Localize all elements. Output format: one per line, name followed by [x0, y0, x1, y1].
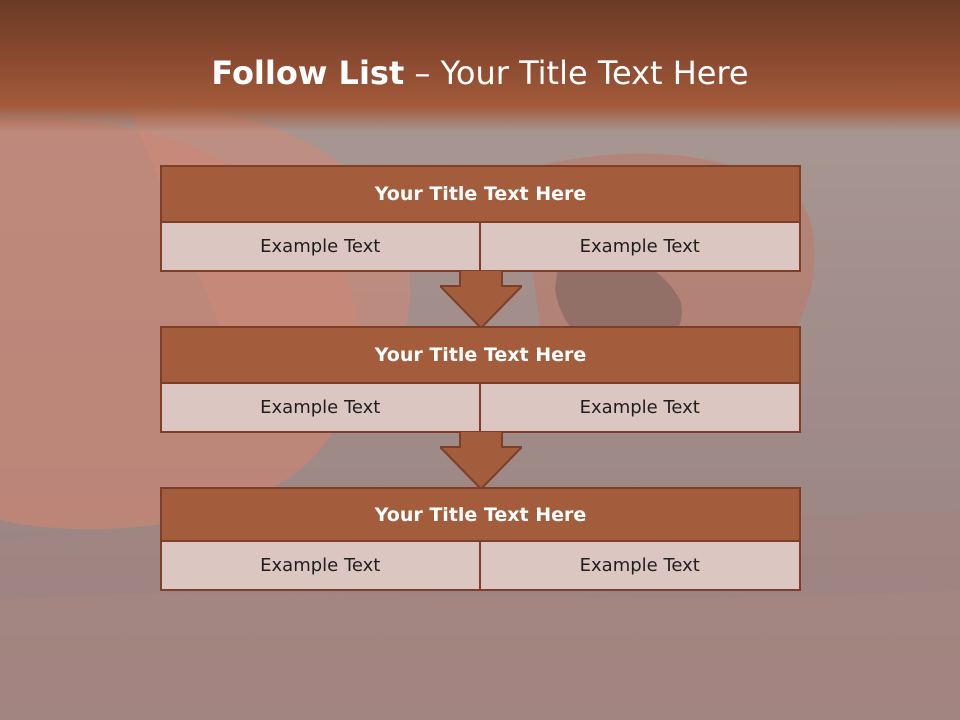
block-cell-right: Example Text: [480, 384, 801, 433]
block-row: Example Text Example Text: [160, 384, 801, 433]
title-band: [0, 0, 960, 132]
list-block-1: Your Title Text Here Example Text Exampl…: [160, 165, 801, 272]
title-bold-part: Follow List: [211, 54, 405, 92]
block-cell-left: Example Text: [160, 542, 481, 591]
block-cell-right: Example Text: [480, 542, 801, 591]
title-rest-part: – Your Title Text Here: [404, 54, 749, 92]
list-block-3: Your Title Text Here Example Text Exampl…: [160, 487, 801, 591]
block-row: Example Text Example Text: [160, 542, 801, 591]
block-title: Your Title Text Here: [160, 165, 801, 223]
block-cell-right: Example Text: [480, 223, 801, 272]
list-block-2: Your Title Text Here Example Text Exampl…: [160, 326, 801, 433]
down-arrow-icon: [440, 431, 522, 489]
block-title: Your Title Text Here: [160, 326, 801, 384]
block-title: Your Title Text Here: [160, 487, 801, 542]
slide-title: Follow List – Your Title Text Here: [0, 54, 960, 92]
block-cell-left: Example Text: [160, 384, 481, 433]
block-cell-left: Example Text: [160, 223, 481, 272]
block-row: Example Text Example Text: [160, 223, 801, 272]
down-arrow-icon: [440, 270, 522, 328]
